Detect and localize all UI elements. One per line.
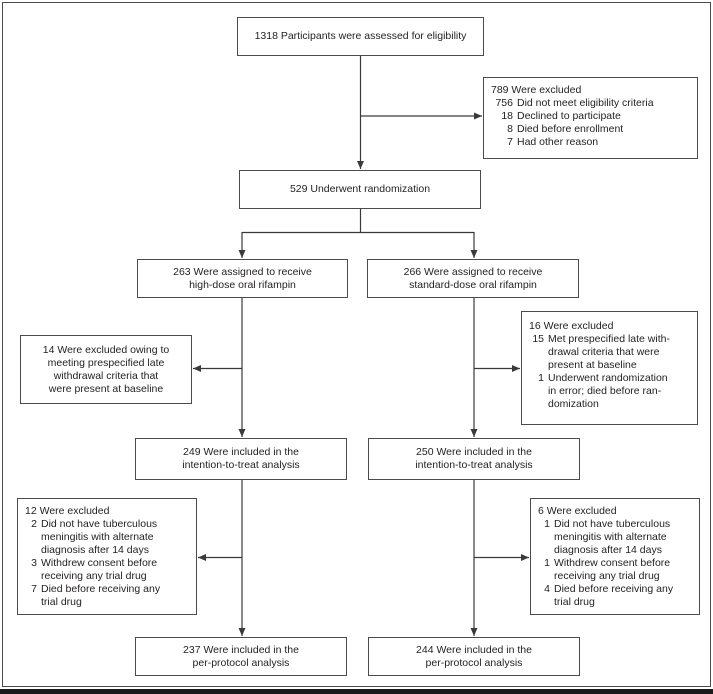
exclusion-item-text: Withdrew consent before receiving any tr… <box>41 557 158 582</box>
exclusion-item: 18 Declined to participate <box>491 110 691 123</box>
standard-dose-late-withdrawal-excluded-box: 16 Were excluded 15 Met prespecified lat… <box>521 311 698 425</box>
assessed-for-eligibility-box: 1318 Participants were assessed for elig… <box>237 17 484 56</box>
exclusion-item-count: 4 <box>544 583 550 595</box>
exclusion-item: 2 Did not have tuberculous meningitis wi… <box>25 518 190 557</box>
exclusion-item-count: 756 <box>495 97 513 109</box>
exclusion-item-text: Died before enrollment <box>517 123 624 135</box>
exclusion-item: 8 Died before enrollment <box>491 123 691 136</box>
exclusion-title: 6 Were excluded <box>538 505 617 517</box>
exclusion-item-text: Did not have tuberculous meningitis with… <box>41 518 158 556</box>
exclusion-item-text: Declined to participate <box>517 110 621 122</box>
assigned-standard-dose-box: 266 Were assigned to receive standard-do… <box>367 259 579 298</box>
exclusion-item: 15 Met prespecified late with- drawal cr… <box>529 333 691 372</box>
exclusion-item-count: 1 <box>538 372 544 384</box>
excluded-after-assessment-box: 789 Were excluded 756 Did not meet eligi… <box>483 77 698 159</box>
exclusion-title: 789 Were excluded <box>491 84 582 96</box>
high-dose-late-withdrawal-excluded-box: 14 Were excluded owing to meeting prespe… <box>20 335 192 404</box>
exclusion-item-text: Did not have tuberculous meningitis with… <box>554 518 671 556</box>
high-dose-pp-excluded-box: 12 Were excluded 2 Did not have tubercul… <box>17 498 197 615</box>
exclusion-item: 4 Died before receiving any trial drug <box>538 583 693 609</box>
standard-dose-per-protocol-box: 244 Were included in the per-protocol an… <box>368 637 580 676</box>
figure-bottom-rule <box>0 689 713 694</box>
standard-dose-itt-box: 250 Were included in the intention-to-tr… <box>368 438 580 480</box>
exclusion-item-text: Withdrew consent before receiving any tr… <box>554 557 671 582</box>
exclusion-item-count: 1 <box>544 557 550 569</box>
exclusion-item-text: Underwent randomization in error; died b… <box>548 372 668 410</box>
exclusion-item-count: 8 <box>507 123 513 135</box>
exclusion-item-count: 18 <box>501 110 513 122</box>
exclusion-title: 12 Were excluded <box>25 505 110 517</box>
exclusion-item: 1 Underwent randomization in error; died… <box>529 372 691 411</box>
exclusion-item-text: Had other reason <box>517 136 599 148</box>
exclusion-item-text: Died before receiving any trial drug <box>41 583 161 608</box>
exclusion-item: 1 Withdrew consent before receiving any … <box>538 557 693 583</box>
exclusion-title: 16 Were excluded <box>529 320 614 332</box>
underwent-randomization-box: 529 Underwent randomization <box>239 170 481 209</box>
exclusion-item: 3 Withdrew consent before receiving any … <box>25 557 190 583</box>
high-dose-per-protocol-box: 237 Were included in the per-protocol an… <box>135 637 347 676</box>
exclusion-item: 756 Did not meet eligibility criteria <box>491 97 691 110</box>
exclusion-item-count: 2 <box>31 518 37 530</box>
standard-dose-pp-excluded-box: 6 Were excluded 1 Did not have tuberculo… <box>530 498 700 615</box>
exclusion-item: 1 Did not have tuberculous meningitis wi… <box>538 518 693 557</box>
exclusion-item-count: 7 <box>31 583 37 595</box>
exclusion-item-text: Died before receiving any trial drug <box>554 583 674 608</box>
exclusion-item-text: Did not meet eligibility criteria <box>517 97 654 109</box>
exclusion-item-count: 3 <box>31 557 37 569</box>
exclusion-item-text: Met prespecified late with- drawal crite… <box>548 333 670 371</box>
exclusion-item-count: 15 <box>532 333 544 345</box>
exclusion-item-count: 7 <box>507 136 513 148</box>
exclusion-item: 7 Died before receiving any trial drug <box>25 583 190 609</box>
assigned-high-dose-box: 263 Were assigned to receive high-dose o… <box>137 259 348 298</box>
exclusion-item-count: 1 <box>544 518 550 530</box>
exclusion-item: 7 Had other reason <box>491 136 691 149</box>
high-dose-itt-box: 249 Were included in the intention-to-tr… <box>135 438 347 480</box>
